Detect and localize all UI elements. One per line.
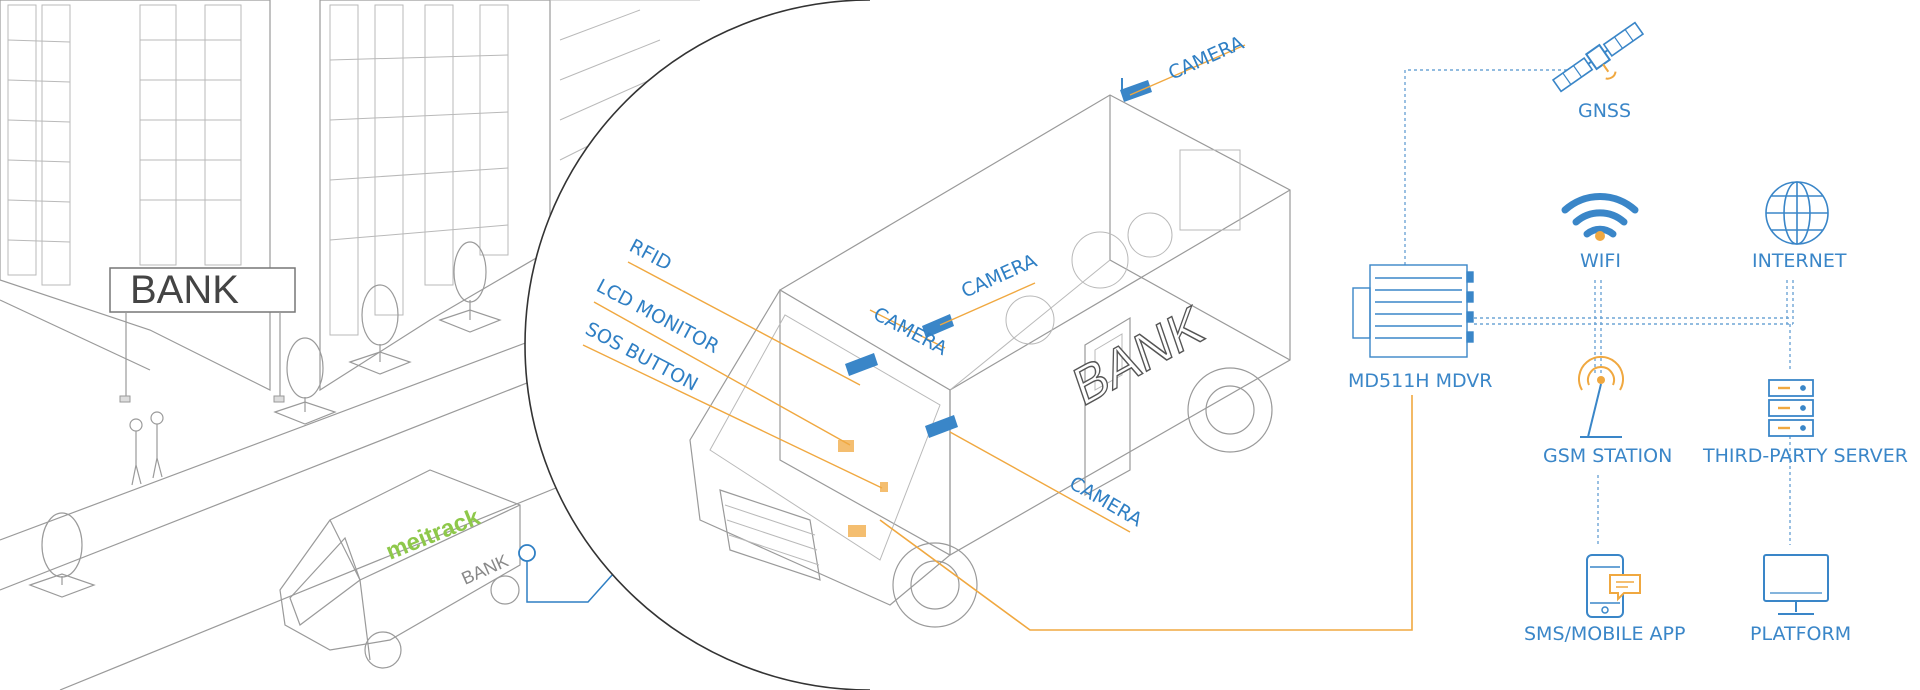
city-scene: BANK: [0, 0, 700, 690]
platform-node: PLATFORM: [1750, 554, 1851, 645]
internet-node: INTERNET: [1752, 181, 1847, 272]
globe-icon: [1765, 181, 1829, 245]
server-icon: [1768, 379, 1814, 437]
camera-device-icon: [925, 415, 958, 438]
gsm-station-label: GSM STATION: [1543, 445, 1672, 467]
monitor-icon: [1763, 554, 1829, 615]
small-van-brand: meitrack: [382, 503, 484, 565]
mdvr-node: MD511H MDVR: [1348, 264, 1493, 392]
wifi-node: WIFI: [1561, 193, 1639, 272]
sms-app-node: SMS/MOBILE APP: [1524, 554, 1685, 645]
pedestrians: [129, 411, 164, 486]
gnss-node: GNSS: [1551, 21, 1645, 122]
office-building: [319, 0, 551, 392]
street: [0, 299, 601, 690]
wifi-icon: [1561, 193, 1639, 241]
third-party-server-label: THIRD-PARTY SERVER: [1702, 445, 1908, 467]
server-node: THIRD-PARTY SERVER: [1702, 379, 1908, 467]
tree: [438, 241, 502, 333]
mdvr-label: MD511H MDVR: [1348, 370, 1493, 392]
mdvr-device-icon: [1352, 264, 1474, 358]
sms-mobile-app-label: SMS/MOBILE APP: [1524, 623, 1685, 645]
camera-device-icon: [1120, 78, 1152, 102]
camera-device-icon: [922, 314, 954, 338]
platform-label: PLATFORM: [1750, 623, 1851, 645]
gnss-label: GNSS: [1578, 100, 1631, 122]
bank-sign: BANK: [130, 268, 239, 312]
internet-label: INTERNET: [1752, 250, 1847, 272]
camera-device-icon: [845, 353, 878, 376]
tree: [28, 512, 96, 598]
smartphone-icon: [1586, 554, 1641, 618]
background-building: [550, 0, 700, 161]
gsm-node: GSM STATION: [1543, 355, 1672, 467]
tree: [348, 284, 412, 375]
network-connections: [879, 69, 1794, 631]
zoom-circle: [524, 0, 1330, 690]
wifi-label: WIFI: [1580, 250, 1621, 272]
satellite-icon: [1551, 21, 1645, 93]
bank-building: BANK: [0, 0, 296, 403]
small-van-bank: BANK: [458, 550, 511, 588]
cell-tower-icon: [1578, 355, 1624, 438]
tree: [273, 337, 337, 425]
